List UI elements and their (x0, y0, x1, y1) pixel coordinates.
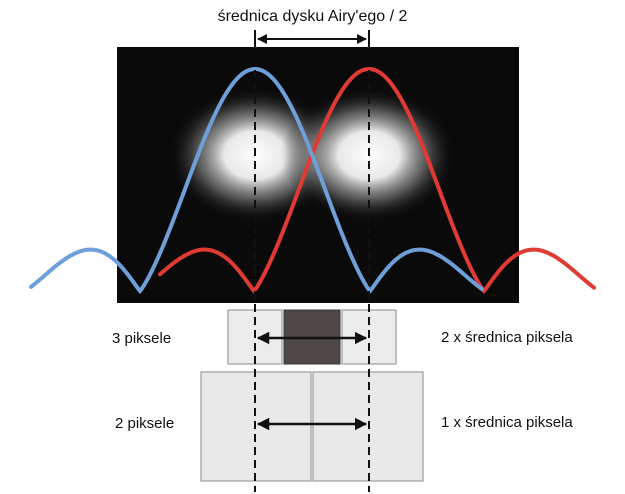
label-one-pixel-diameter: 1 x średnica piksela (441, 414, 573, 431)
label-three-pixels: 3 piksele (112, 330, 172, 347)
airy-curve-left (29, 67, 484, 295)
label-two-pixel-diameters: 2 x średnica piksela (441, 329, 573, 346)
airy-curve-right (158, 67, 596, 295)
diagram-title: średnica dysku Airy'ego / 2 (217, 8, 408, 25)
label-two-pixels: 2 piksele (115, 415, 175, 432)
